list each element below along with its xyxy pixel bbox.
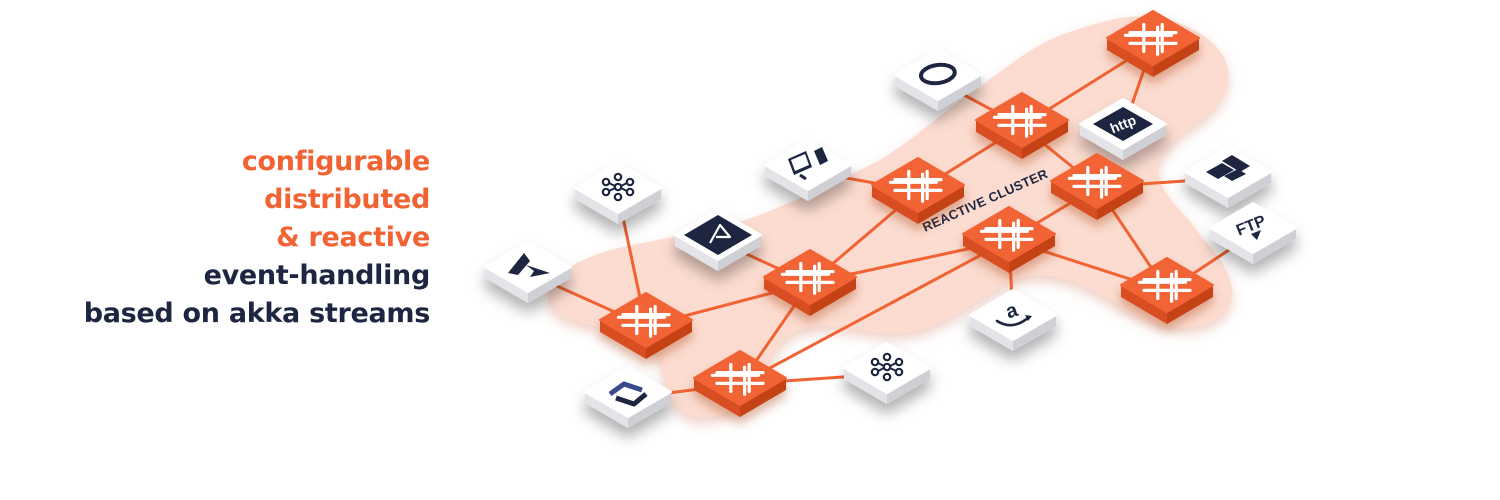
cluster-node-node-bottom bbox=[693, 350, 787, 417]
cluster-node-node-center bbox=[962, 206, 1056, 273]
hex-glyph bbox=[608, 381, 648, 407]
cluster-node-node-top-right bbox=[1106, 10, 1200, 77]
ftp-icon: FTP bbox=[1209, 202, 1297, 264]
azure-glyph bbox=[508, 253, 550, 277]
edge-line bbox=[738, 238, 1011, 386]
postgres-db-icon bbox=[894, 49, 982, 111]
http-glyph: http bbox=[1093, 107, 1153, 141]
node-lattice-icon bbox=[616, 304, 671, 338]
cluster-node-node-far-right bbox=[1120, 257, 1214, 324]
node-lattice-icon bbox=[1137, 269, 1192, 303]
node-lattice-icon bbox=[888, 169, 943, 203]
computer-glyph bbox=[788, 147, 828, 181]
tagline-line-distributed: distributed bbox=[264, 184, 430, 215]
computer-icon bbox=[764, 139, 852, 201]
tagline-line-configurable: configurable bbox=[241, 146, 430, 177]
arrow-glyph bbox=[684, 215, 752, 255]
nodes bbox=[599, 10, 1214, 417]
tagline: configurable distributed & reactive even… bbox=[83, 143, 431, 333]
node-lattice-icon bbox=[1067, 165, 1122, 199]
arrow-logo-icon bbox=[674, 209, 762, 271]
cluster-node-node-mid-left bbox=[763, 249, 857, 316]
db-glyph bbox=[918, 62, 957, 86]
cluster-node-node-center-upper bbox=[871, 157, 965, 224]
node-lattice-icon bbox=[780, 261, 835, 295]
node-lattice-icon bbox=[979, 218, 1034, 252]
tagline-line-akka-streams: based on akka streams bbox=[83, 298, 431, 329]
kafka-icon-top bbox=[574, 162, 662, 224]
hex-logo-icon bbox=[584, 366, 672, 428]
amazon-icon: a bbox=[969, 289, 1057, 351]
cluster-node-node-upper-mid bbox=[975, 92, 1069, 159]
tagline-line-reactive: & reactive bbox=[276, 222, 430, 253]
kafka-glyph bbox=[601, 172, 635, 202]
azure-icon bbox=[484, 241, 572, 303]
cluster-node-node-right bbox=[1050, 153, 1144, 220]
node-lattice-icon bbox=[992, 104, 1047, 138]
kafka-icon-bottom bbox=[843, 342, 931, 404]
node-lattice-icon bbox=[1123, 22, 1178, 56]
tagline-line-event-handling: event-handling bbox=[203, 260, 431, 291]
http-icon: http bbox=[1079, 98, 1167, 160]
node-lattice-icon bbox=[710, 362, 765, 396]
cluster-node-node-left bbox=[599, 292, 693, 359]
layout-glyph bbox=[1206, 155, 1250, 181]
kafka-glyph bbox=[870, 352, 904, 382]
layout-icon bbox=[1184, 146, 1272, 208]
